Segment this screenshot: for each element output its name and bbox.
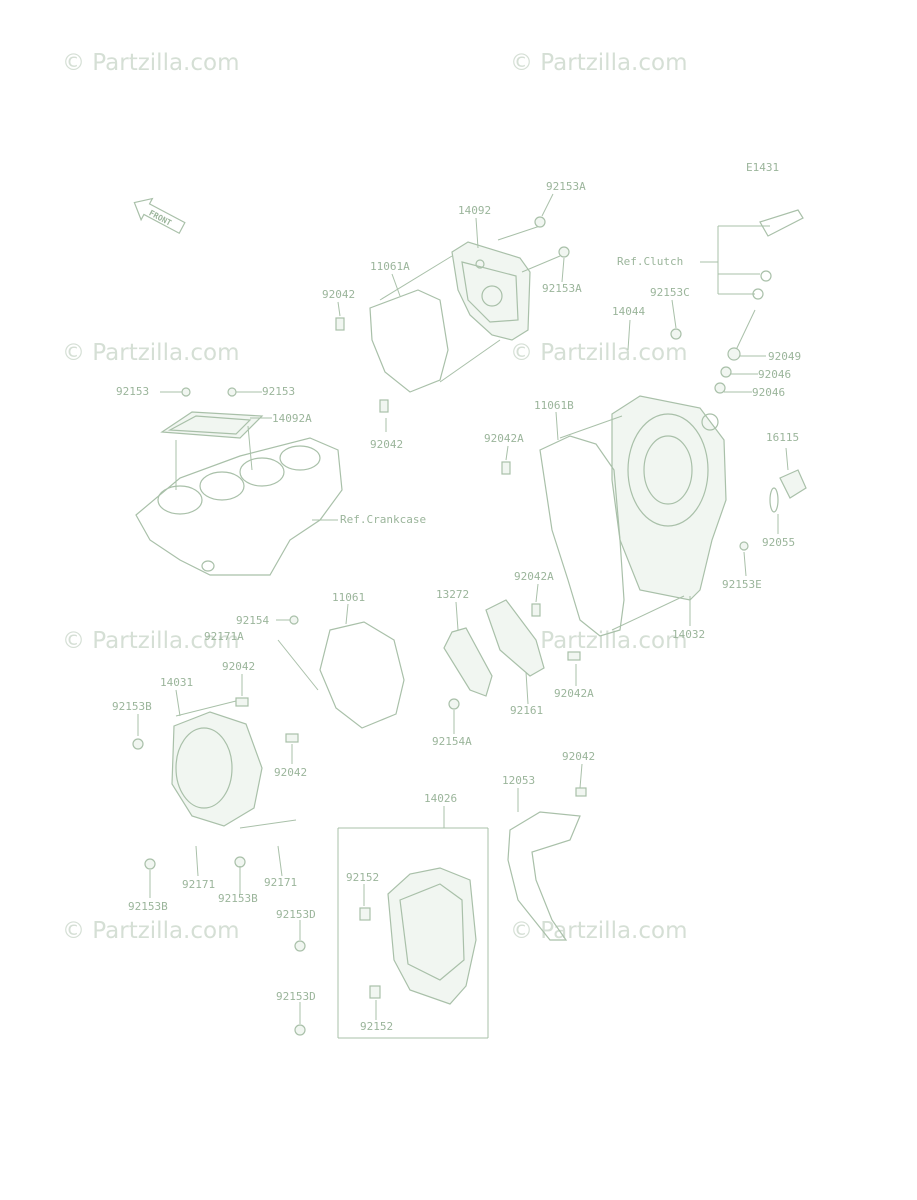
part-label: 14032 bbox=[672, 628, 705, 641]
part-label: 92042A bbox=[484, 432, 524, 445]
ref-crankcase-label: Ref.Crankcase bbox=[340, 513, 426, 526]
part-label: 92171A bbox=[204, 630, 244, 643]
part-label: 92042 bbox=[274, 766, 307, 779]
part-label: 92153A bbox=[546, 180, 586, 193]
part-label: 92161 bbox=[510, 704, 543, 717]
part-label: 92153 bbox=[116, 385, 149, 398]
part-label: 92171 bbox=[264, 876, 297, 889]
part-label: 92153B bbox=[218, 892, 258, 905]
part-16115-plug bbox=[769, 469, 807, 513]
watermark: © Partzilla.com bbox=[510, 918, 688, 944]
crankcase-upper bbox=[135, 411, 343, 576]
gasket-11061b bbox=[539, 435, 625, 637]
diagram-code: E1431 bbox=[746, 161, 779, 174]
part-label: 92153B bbox=[112, 700, 152, 713]
watermark: © Partzilla.com bbox=[62, 50, 240, 76]
watermark: © Partzilla.com bbox=[62, 628, 240, 654]
part-label: 92153 bbox=[262, 385, 295, 398]
part-label: 14092A bbox=[272, 412, 312, 425]
part-label: 92055 bbox=[762, 536, 795, 549]
part-label: 92152 bbox=[360, 1020, 393, 1033]
part-label: 92154 bbox=[236, 614, 269, 627]
part-label: 92042 bbox=[322, 288, 355, 301]
part-12053-guide bbox=[507, 811, 581, 941]
part-label: 92153C bbox=[650, 286, 690, 299]
gasket-11061a bbox=[369, 289, 449, 393]
part-13272-plate bbox=[443, 599, 545, 697]
part-label: 92154A bbox=[432, 735, 472, 748]
part-label: 92042A bbox=[514, 570, 554, 583]
front-arrow-label: FRONT bbox=[147, 208, 173, 227]
part-label: 14031 bbox=[160, 676, 193, 689]
part-label: 92153D bbox=[276, 990, 316, 1003]
watermark: © Partzilla.com bbox=[510, 628, 688, 654]
part-label: 92046 bbox=[758, 368, 791, 381]
part-label: 92042 bbox=[222, 660, 255, 673]
ref-clutch-label: Ref.Clutch bbox=[617, 255, 683, 268]
part-labels: 92153A 14092 92153A 11061A 92042 92153C … bbox=[112, 180, 801, 1033]
leader-lines bbox=[137, 193, 789, 1024]
part-label: 14092 bbox=[458, 204, 491, 217]
part-label: 11061 bbox=[332, 591, 365, 604]
part-label: 92153B bbox=[128, 900, 168, 913]
front-arrow-icon: FRONT bbox=[133, 197, 186, 235]
part-label: 92042 bbox=[562, 750, 595, 763]
part-14031-cover bbox=[171, 639, 319, 829]
watermark: © Partzilla.com bbox=[62, 918, 240, 944]
part-label: 92049 bbox=[768, 350, 801, 363]
part-label: 92042A bbox=[554, 687, 594, 700]
hardware bbox=[132, 216, 749, 1036]
clutch-ref-group bbox=[700, 209, 804, 351]
part-label: 92153A bbox=[542, 282, 582, 295]
part-14032-cover bbox=[611, 395, 727, 601]
part-label: 92171 bbox=[182, 878, 215, 891]
part-label: 13272 bbox=[436, 588, 469, 601]
part-14092-cover bbox=[451, 225, 561, 341]
watermarks: © Partzilla.com © Partzilla.com © Partzi… bbox=[62, 50, 688, 944]
part-label: 92153D bbox=[276, 908, 316, 921]
part-label: 12053 bbox=[502, 774, 535, 787]
watermark: © Partzilla.com bbox=[510, 50, 688, 76]
part-label: 92153E bbox=[722, 578, 762, 591]
part-label: 16115 bbox=[766, 431, 799, 444]
part-label: 11061A bbox=[370, 260, 410, 273]
part-14026-cover bbox=[337, 827, 489, 1039]
part-label: 92152 bbox=[346, 871, 379, 884]
part-label: 92042 bbox=[370, 438, 403, 451]
gasket-11061 bbox=[319, 621, 405, 729]
part-label: 92046 bbox=[752, 386, 785, 399]
watermark: © Partzilla.com bbox=[62, 340, 240, 366]
part-label: 14044 bbox=[612, 305, 645, 318]
part-label: 11061B bbox=[534, 399, 574, 412]
part-label: 14026 bbox=[424, 792, 457, 805]
watermark: © Partzilla.com bbox=[510, 340, 688, 366]
